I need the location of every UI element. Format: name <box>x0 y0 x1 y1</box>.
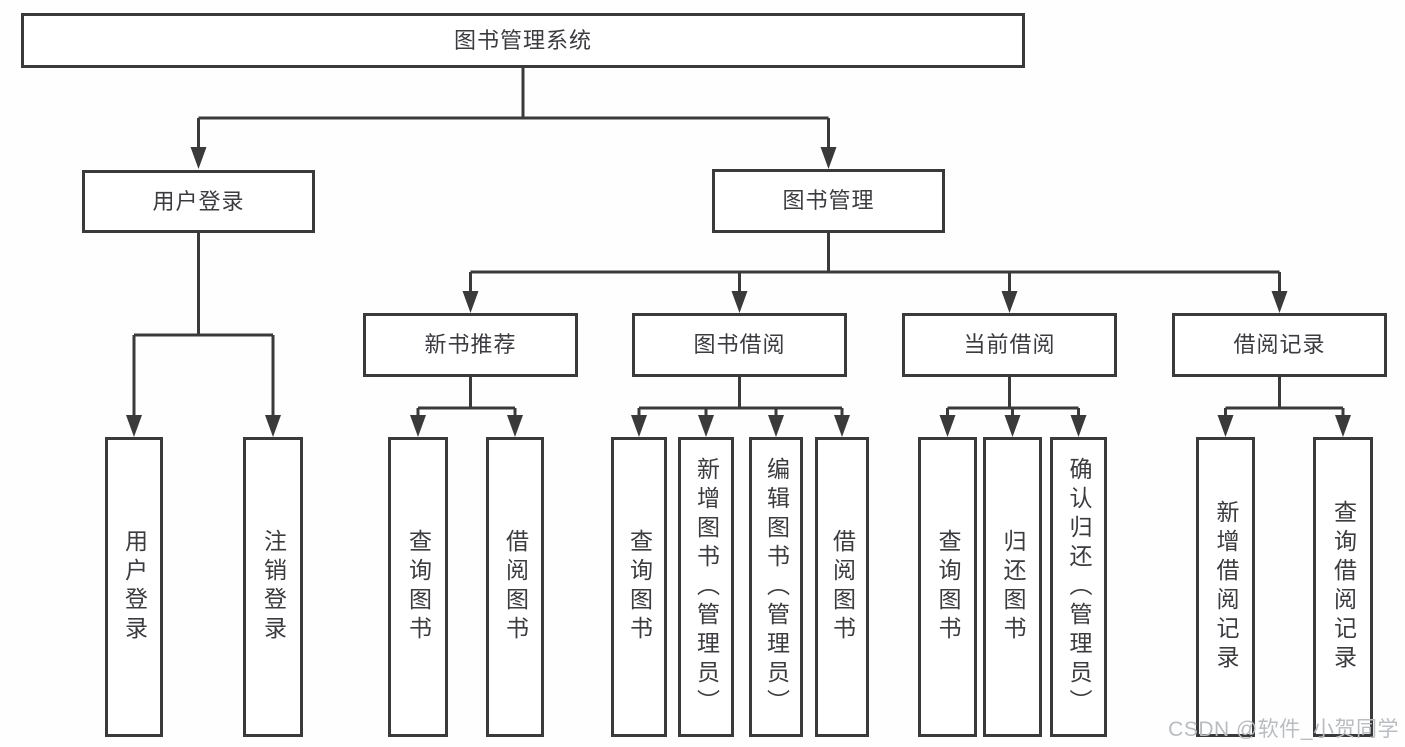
arrowhead-current-borrow-0 <box>939 415 956 437</box>
node-new-book-rec: 新书推荐 <box>363 313 578 377</box>
connector-root <box>197 68 830 150</box>
node-leaf-return-book: 归还图书 <box>983 437 1042 737</box>
node-leaf-add-borrow-record: 新增借阅记录 <box>1196 437 1255 737</box>
node-label-leaf-query-borrow-record: 查询借阅记录 <box>1330 500 1357 674</box>
node-root: 图书管理系统 <box>21 13 1025 68</box>
arrowhead-book-mgmt-2 <box>1001 291 1018 313</box>
arrowhead-user-login-1 <box>265 415 281 437</box>
node-leaf-query-borrow-record: 查询借阅记录 <box>1313 437 1373 737</box>
arrowhead-borrow-records-1 <box>1335 415 1351 437</box>
arrowhead-root-1 <box>820 147 837 169</box>
node-label-new-book-rec: 新书推荐 <box>424 332 517 358</box>
node-label-book-mgmt: 图书管理 <box>782 188 875 214</box>
node-leaf-query-book-rec: 查询图书 <box>388 437 448 737</box>
node-label-book-borrow: 图书借阅 <box>693 332 786 358</box>
node-label-leaf-borrow-book-rec: 借阅图书 <box>502 529 529 645</box>
connector-current-borrow <box>946 377 1080 418</box>
node-user-login: 用户登录 <box>82 170 315 233</box>
node-book-mgmt: 图书管理 <box>712 169 945 233</box>
arrowhead-new-book-rec-0 <box>410 415 426 437</box>
node-leaf-user-login: 用户登录 <box>105 437 163 737</box>
arrowhead-book-borrow-2 <box>768 415 784 437</box>
node-label-leaf-query-book-borrow: 查询图书 <box>626 529 653 645</box>
arrowhead-book-borrow-3 <box>834 415 850 437</box>
connector-book-borrow <box>637 377 844 418</box>
arrowhead-current-borrow-2 <box>1070 415 1087 437</box>
node-leaf-confirm-return: 确认归还（管理员） <box>1050 437 1107 737</box>
arrowhead-borrow-records-0 <box>1217 415 1234 437</box>
node-label-user-login: 用户登录 <box>152 188 245 214</box>
arrowhead-user-login-0 <box>126 415 142 437</box>
arrowhead-root-0 <box>190 147 207 169</box>
node-label-current-borrow: 当前借阅 <box>963 332 1056 358</box>
node-current-borrow: 当前借阅 <box>902 313 1117 377</box>
node-leaf-query-book-current: 查询图书 <box>918 437 977 737</box>
node-leaf-add-book: 新增图书（管理员） <box>678 437 734 737</box>
node-label-leaf-add-book: 新增图书（管理员） <box>693 456 720 718</box>
node-label-leaf-query-book-current: 查询图书 <box>935 529 961 645</box>
arrowhead-current-borrow-1 <box>1004 415 1021 437</box>
arrowhead-book-mgmt-1 <box>731 291 748 313</box>
arrowhead-new-book-rec-1 <box>507 415 523 437</box>
node-leaf-borrow-book: 借阅图书 <box>815 437 869 737</box>
arrowhead-book-mgmt-0 <box>462 291 479 313</box>
connector-user-login <box>132 233 275 418</box>
node-label-leaf-user-login: 用户登录 <box>121 529 148 645</box>
node-label-leaf-logout: 注销登录 <box>260 529 287 645</box>
node-label-leaf-confirm-return: 确认归还（管理员） <box>1066 456 1092 718</box>
node-leaf-logout: 注销登录 <box>243 437 303 737</box>
node-book-borrow: 图书借阅 <box>632 313 847 377</box>
node-label-leaf-add-borrow-record: 新增借阅记录 <box>1213 500 1239 674</box>
node-leaf-edit-book: 编辑图书（管理员） <box>749 437 803 737</box>
connector-borrow-records <box>1224 377 1345 418</box>
node-label-root: 图书管理系统 <box>453 27 592 53</box>
connector-book-mgmt <box>469 233 1281 294</box>
node-label-borrow-records: 借阅记录 <box>1233 332 1326 358</box>
node-label-leaf-edit-book: 编辑图书（管理员） <box>763 456 790 718</box>
node-leaf-query-book-borrow: 查询图书 <box>611 437 667 737</box>
node-borrow-records: 借阅记录 <box>1172 313 1387 377</box>
arrowhead-book-borrow-0 <box>631 415 647 437</box>
node-label-leaf-query-book-rec: 查询图书 <box>405 529 432 645</box>
arrowhead-book-mgmt-3 <box>1271 291 1288 313</box>
node-leaf-borrow-book-rec: 借阅图书 <box>486 437 544 737</box>
node-label-leaf-borrow-book: 借阅图书 <box>829 529 856 645</box>
connector-new-book-rec <box>416 377 517 418</box>
node-label-leaf-return-book: 归还图书 <box>1000 529 1026 645</box>
arrowhead-book-borrow-1 <box>698 415 714 437</box>
